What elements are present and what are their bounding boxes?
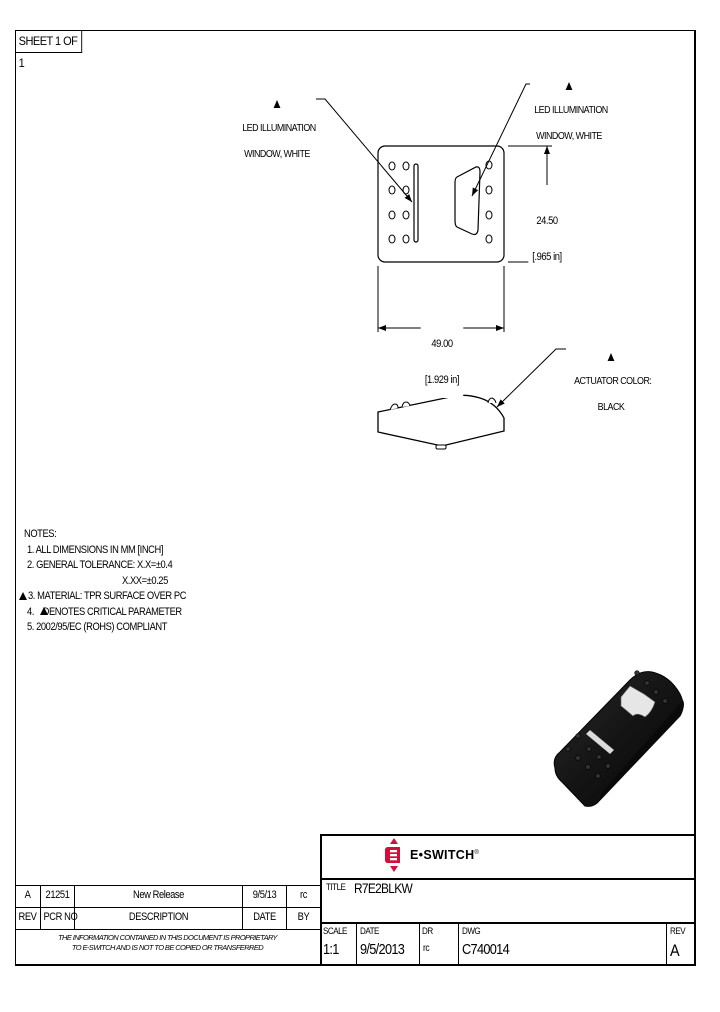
rev-header: REV <box>18 911 37 923</box>
side-view <box>377 394 505 450</box>
sheet-number-label: SHEET 1 OF 1 <box>15 30 83 70</box>
top-view <box>377 145 505 263</box>
callout-led-window-left: LED ILLUMINATION WINDOW, WHITE <box>230 74 324 174</box>
description-cell: New Release <box>133 889 184 901</box>
company-logo: E•SWITCH® <box>384 838 479 872</box>
note-5: 5. 2002/95/EC (ROHS) COMPLIANT <box>27 621 168 633</box>
dimension-width: 49.00 [1.929 in] <box>420 314 464 398</box>
date-header: DATE <box>253 911 276 923</box>
dwg-label: DWG <box>462 926 481 937</box>
critical-triangle-icon <box>19 592 27 600</box>
drawn-by-label: DR <box>422 926 433 937</box>
notes-title: NOTES: <box>24 528 57 540</box>
note-2b: X.XX=±0.25 <box>122 575 168 587</box>
dwg-number: C740014 <box>462 941 510 958</box>
date-cell: 9/5/13 <box>252 889 277 901</box>
critical-triangle-icon <box>273 100 281 108</box>
actuator-3d-render <box>553 670 684 807</box>
note-2: 2. GENERAL TOLERANCE: X.X=±0.4 <box>27 559 173 571</box>
by-cell: rc <box>300 889 307 901</box>
date-label: DATE <box>360 926 379 937</box>
note-1: 1. ALL DIMENSIONS IN MM [INCH] <box>27 544 164 556</box>
description-header: DESCRIPTION <box>128 911 189 923</box>
critical-triangle-icon <box>607 353 615 361</box>
callout-led-window-right: LED ILLUMINATION WINDOW, WHITE <box>522 56 616 156</box>
scale-value: 1:1 <box>323 941 339 958</box>
callout-actuator-color: ACTUATOR COLOR: BLACK <box>564 327 658 427</box>
critical-triangle-icon <box>40 607 48 615</box>
e-switch-logo-icon <box>385 838 400 872</box>
dimension-height: 24.50 [.965 in] <box>528 191 566 275</box>
note-4: 4. DENOTES CRITICAL PARAMETER <box>27 606 182 618</box>
title-value: R7E2BLKW <box>354 880 413 896</box>
rev-cell: A <box>24 889 31 901</box>
brand-name: E•SWITCH® <box>410 848 480 862</box>
rev-value: A <box>670 941 680 960</box>
note-3: 3. MATERIAL: TPR SURFACE OVER PC <box>28 590 187 602</box>
drawn-by-value: rc <box>423 943 430 954</box>
date-value: 9/5/2013 <box>360 941 405 958</box>
title-label: TITLE <box>326 882 346 893</box>
pcr-cell: 21251 <box>45 889 70 901</box>
critical-triangle-icon <box>565 82 573 90</box>
scale-label: SCALE <box>323 926 347 937</box>
rev-label: REV <box>670 926 686 937</box>
proprietary-notice: THE INFORMATION CONTAINED IN THIS DOCUME… <box>58 933 277 952</box>
by-header: BY <box>297 911 310 923</box>
pcr-header: PCR NO <box>43 911 78 923</box>
